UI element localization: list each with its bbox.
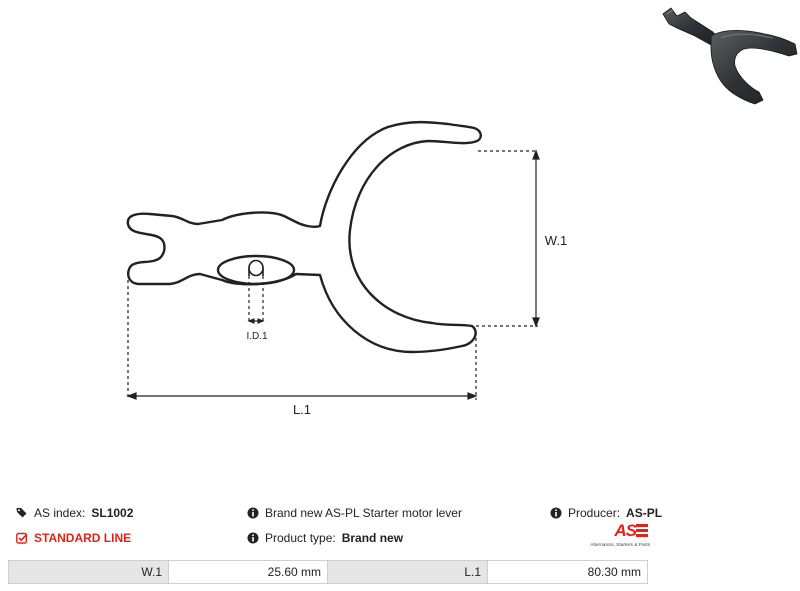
dimension-arrows — [126, 149, 540, 400]
dimension-label: L.1 — [328, 561, 488, 583]
logo-tagline: Alternators, Starters & Parts — [590, 543, 650, 548]
dimension-label: W.1 — [9, 561, 169, 583]
description: Brand new AS-PL Starter motor lever — [247, 506, 462, 520]
pin-hole — [248, 259, 264, 277]
dimension-value: 80.30 mm — [488, 561, 647, 583]
tags-icon — [16, 508, 27, 518]
label-id1: I.D.1 — [246, 331, 268, 342]
as-index-value: SL1002 — [91, 506, 134, 520]
lever-outline — [126, 120, 482, 354]
logo-text: AS — [614, 521, 637, 540]
product-type: Product type: Brand new — [247, 531, 403, 545]
product-photo — [662, 7, 798, 105]
info-icon — [550, 507, 562, 519]
dimensions-table: W.1 25.60 mm L.1 80.30 mm — [8, 560, 648, 584]
as-index: AS index: SL1002 — [16, 506, 133, 520]
brand-logo: AS Alternators, Starters & Parts — [586, 521, 650, 551]
producer-label: Producer: — [568, 506, 621, 520]
producer-value: AS-PL — [626, 506, 663, 520]
technical-drawing: W.1 L.1 I.D.1 — [126, 120, 567, 417]
info-icon — [247, 532, 259, 544]
boss-outline — [216, 254, 296, 286]
product-type-label: Product type: — [265, 531, 336, 545]
label-w1: W.1 — [545, 233, 567, 248]
checkbox-checked-icon — [16, 532, 28, 544]
info-icon — [247, 507, 259, 519]
dimension-value: 25.60 mm — [169, 561, 328, 583]
dimension-extension-lines — [127, 150, 538, 400]
product-type-value: Brand new — [341, 531, 404, 545]
label-l1: L.1 — [293, 402, 311, 417]
logo-bars-icon — [636, 524, 648, 539]
as-index-label: AS index: — [34, 506, 86, 520]
standard-line-label: STANDARD LINE — [34, 531, 132, 545]
producer: Producer: AS-PL — [550, 506, 662, 520]
description-text: Brand new AS-PL Starter motor lever — [265, 506, 462, 520]
standard-line: STANDARD LINE — [16, 531, 131, 545]
